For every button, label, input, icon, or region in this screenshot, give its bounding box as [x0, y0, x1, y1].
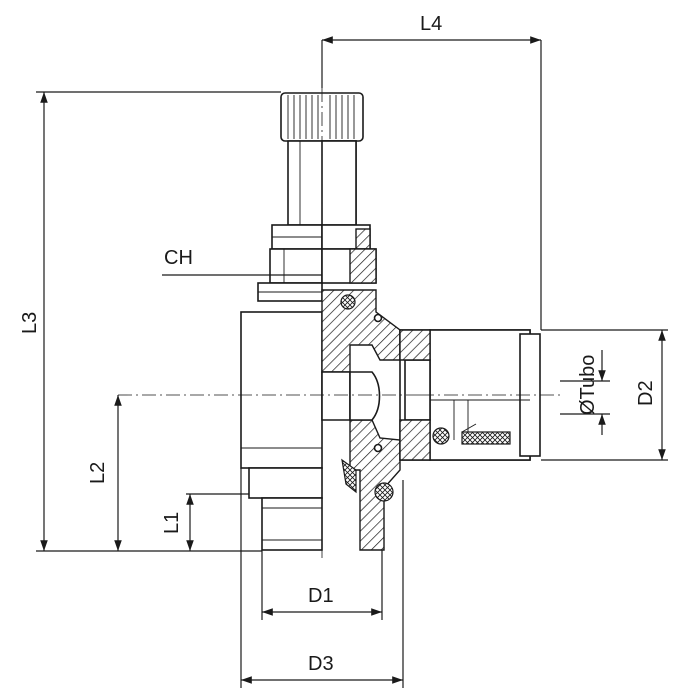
dimension-label-l4: L4 [420, 13, 442, 35]
dimension-label-l2: L2 [87, 462, 109, 484]
dimension-ch: CH [162, 247, 322, 276]
section-view [321, 140, 541, 551]
threaded-base [261, 497, 323, 551]
dimension-label-l1: L1 [161, 512, 183, 534]
dimension-l4: L4 [321, 13, 542, 330]
main-body [240, 311, 323, 469]
dimension-l2: L2 [87, 395, 122, 551]
dimension-d2: D2 [541, 329, 668, 461]
push-in-connector [399, 329, 541, 461]
o-ring-upper [340, 294, 356, 310]
o-ring-lower [374, 482, 394, 502]
dimension-label-d2: D2 [635, 380, 657, 406]
dimension-l3: L3 [19, 91, 281, 552]
collet [461, 431, 511, 445]
dimension-d3: D3 [240, 468, 404, 688]
lock-nut [257, 224, 323, 302]
dimension-label-d1: D1 [308, 585, 334, 607]
tube-o-ring [432, 427, 450, 445]
dimension-tube-diameter: ØTubo [560, 350, 610, 435]
body-shoulder [248, 467, 323, 499]
dimension-label-ch: CH [164, 247, 193, 269]
dimension-label-d3: D3 [308, 653, 334, 675]
lip-seal [341, 458, 357, 494]
dimension-label-tube: ØTubo [577, 355, 599, 415]
dimension-d1: D1 [261, 550, 383, 620]
dimension-label-l3: L3 [19, 312, 41, 334]
dimension-l1: L1 [161, 493, 249, 551]
